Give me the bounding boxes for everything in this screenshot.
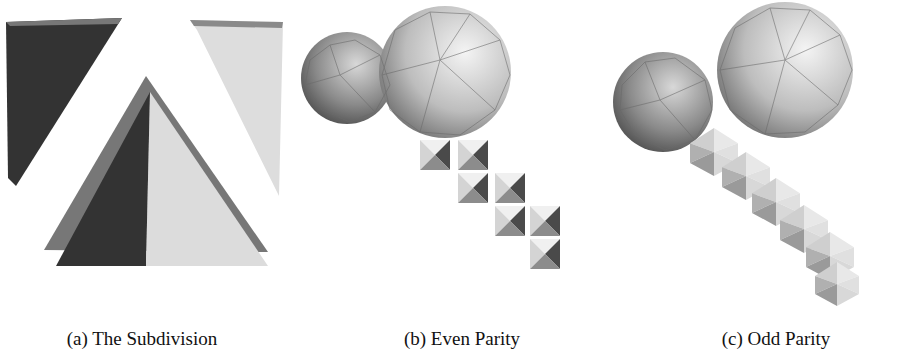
- subdivision-figure: [6, 18, 283, 266]
- small-pyramid: [495, 206, 525, 236]
- small-pyramid: [458, 140, 488, 170]
- small-pyramid: [458, 173, 488, 203]
- small-pyramid: [530, 206, 560, 236]
- panel-caption: (b) Even Parity: [404, 328, 520, 351]
- sphere-facets: [305, 12, 510, 135]
- even-parity-figure: [301, 6, 560, 269]
- panel-caption: (c) Odd Parity: [722, 328, 831, 351]
- octahedron: [815, 262, 859, 306]
- large-sphere: [379, 6, 511, 138]
- odd-parity-figure: [613, 2, 859, 306]
- large-sphere: [717, 2, 853, 138]
- small-pyramid: [495, 173, 525, 203]
- small-sphere: [301, 32, 393, 124]
- dark-piece-edge: [6, 18, 122, 26]
- pyramid-light-face: [146, 92, 268, 266]
- light-piece-edge: [190, 20, 283, 28]
- sphere-facets: [620, 8, 852, 150]
- small-sphere: [613, 52, 713, 152]
- small-pyramid: [530, 239, 560, 269]
- pyramid-dark-face: [56, 92, 150, 266]
- small-pyramid: [420, 140, 450, 170]
- panel-caption: (a) The Subdivision: [67, 328, 218, 351]
